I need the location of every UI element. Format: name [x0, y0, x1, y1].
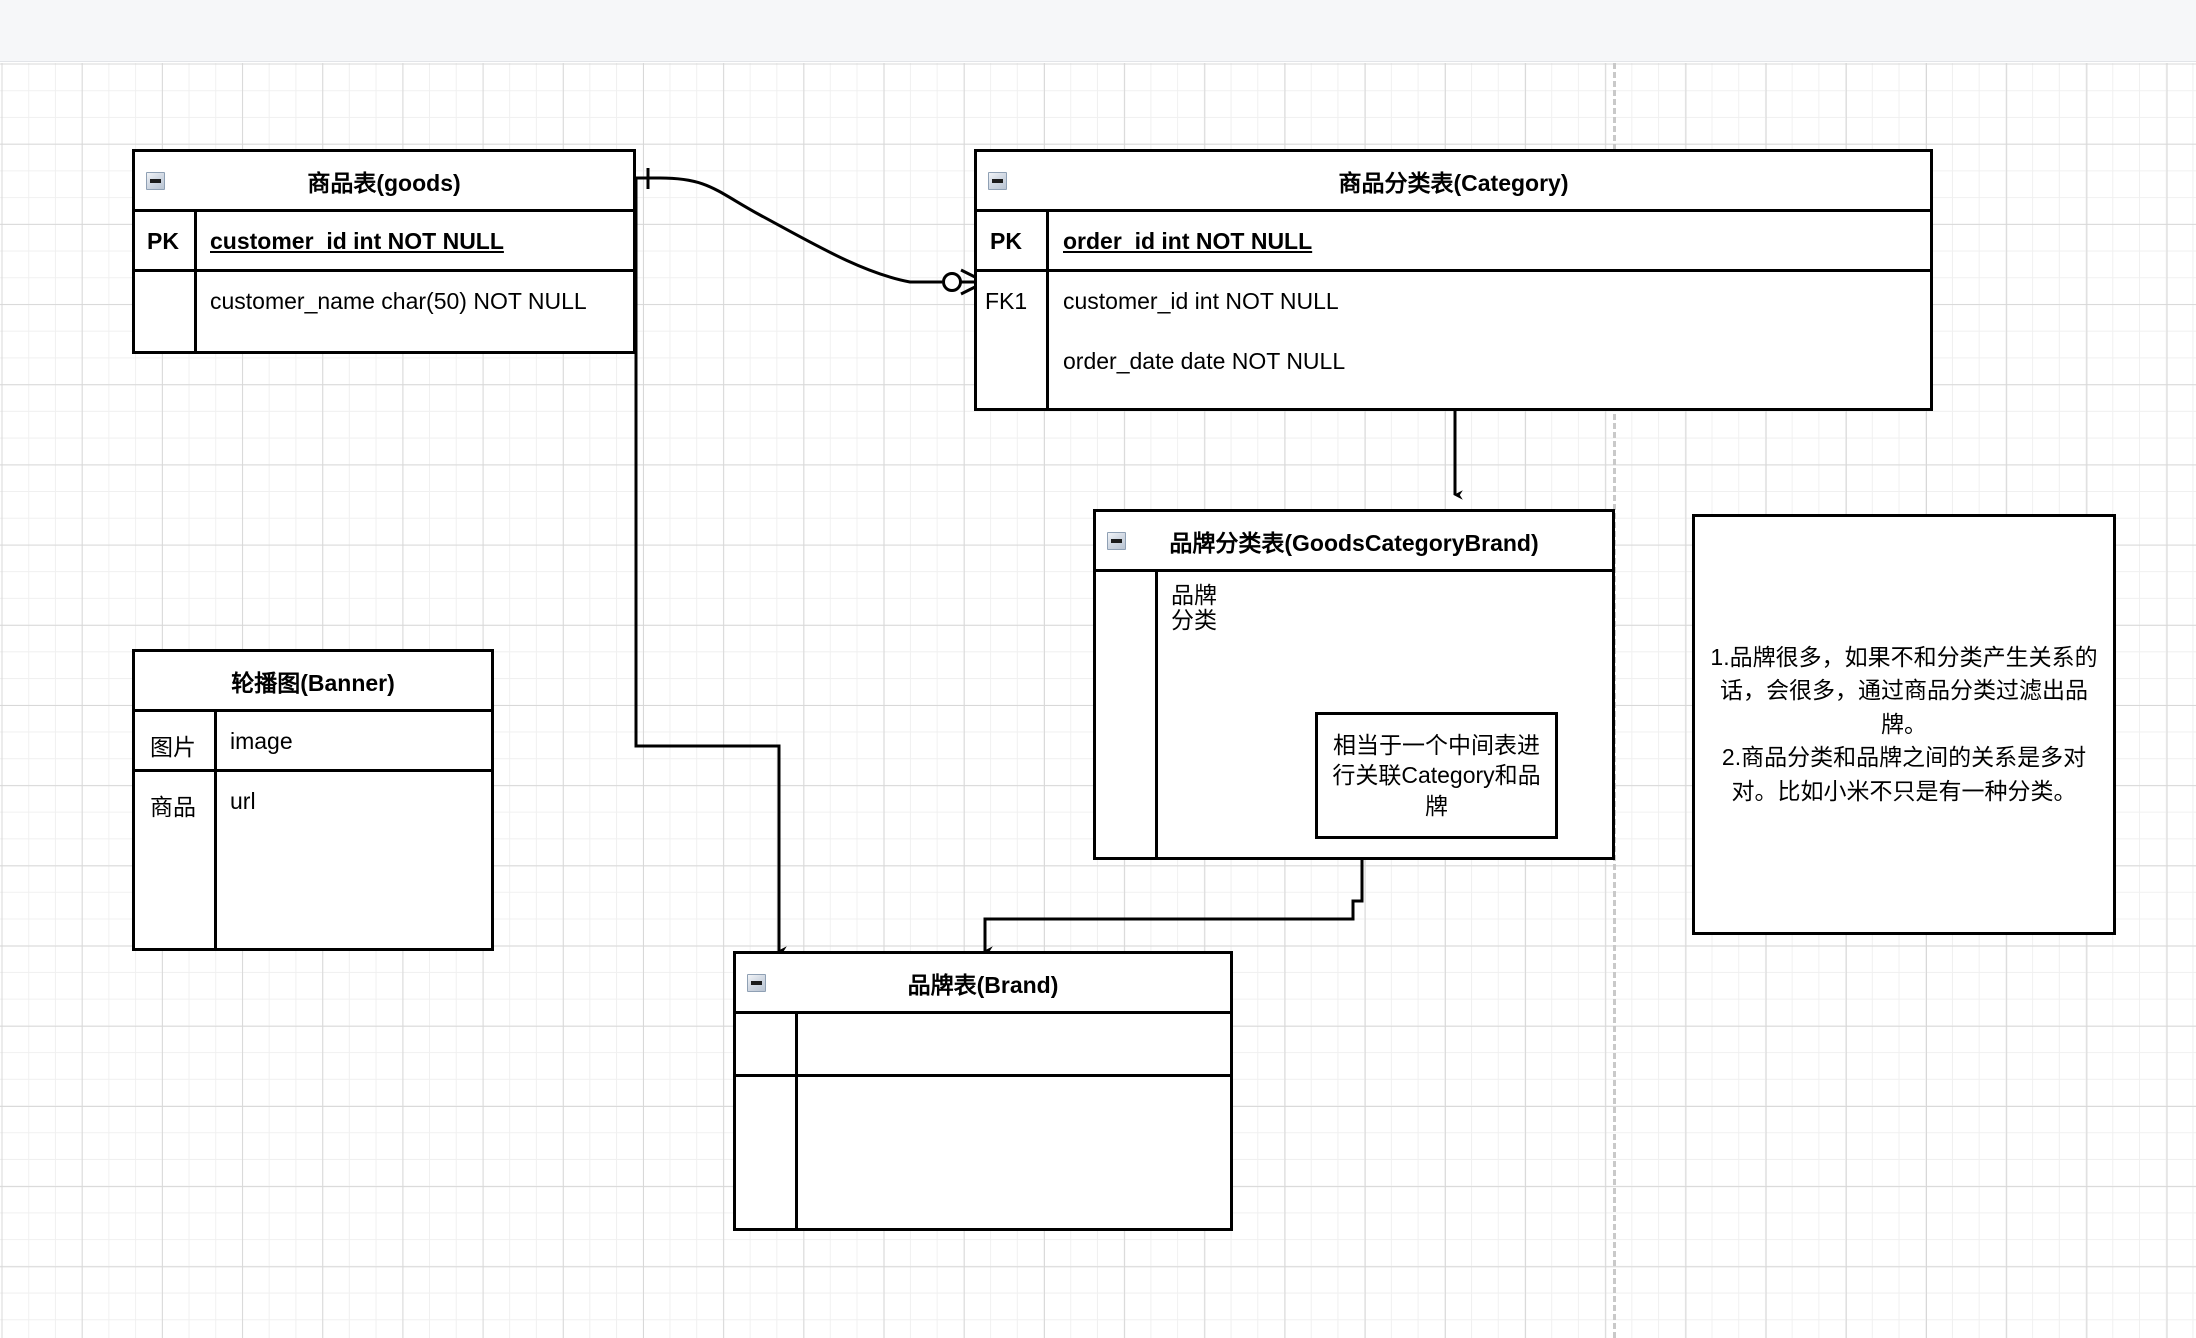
column-divider: [1155, 572, 1158, 857]
inner-note-text: 相当于一个中间表进行关联Category和品牌: [1332, 731, 1541, 819]
collapse-minus-icon[interactable]: [1107, 531, 1126, 550]
entity-goods-row-0-attr: customer_id int NOT NULL: [210, 228, 504, 254]
entity-category-row-0-attr: order_id int NOT NULL: [1063, 228, 1313, 254]
relationship-goods-to-brand: [634, 178, 787, 956]
toolbar-strip: [0, 0, 2196, 62]
collapse-minus-icon[interactable]: [747, 973, 766, 992]
entity-goods-row-1-attr: customer_name char(50) NOT NULL: [210, 288, 587, 314]
entity-goods-body: PK customer_id int NOT NULL customer_nam…: [135, 212, 633, 351]
entity-goodscategorybrand-body: 品牌 分类 相当于一个中间表进行关联Category和品牌: [1096, 572, 1612, 857]
entity-goodscategorybrand-row-0-attr: 品牌 分类: [1171, 582, 1217, 633]
collapse-minus-icon[interactable]: [988, 171, 1007, 190]
entity-goodscategorybrand[interactable]: 品牌分类表(GoodsCategoryBrand) 品牌 分类 相当于一个中间表…: [1093, 509, 1615, 860]
entity-category[interactable]: 商品分类表(Category) PK order_id int NOT NULL…: [974, 149, 1933, 411]
entity-goods-title: 商品表(goods): [307, 169, 461, 196]
entity-category-row-2-attr: order_date date NOT NULL: [1063, 348, 1346, 374]
column-divider: [795, 1014, 798, 1228]
row-divider: [736, 1074, 1230, 1077]
entity-brand-title: 品牌表(Brand): [907, 971, 1059, 998]
entity-goods-header: 商品表(goods): [135, 152, 633, 212]
relationship-goodscategorybrand-to-brand: [983, 860, 1364, 956]
entity-banner-header: 轮播图(Banner): [135, 652, 491, 712]
entity-banner-row-1-attr: url: [230, 788, 256, 814]
entity-banner-row-0-attr: image: [230, 728, 293, 754]
entity-brand-body: [736, 1014, 1230, 1228]
collapse-minus-icon[interactable]: [146, 171, 165, 190]
entity-goods-row-0-key: PK: [147, 228, 179, 254]
entity-banner-row-0-key: 图片: [150, 734, 196, 760]
entity-category-row-1-key: FK1: [985, 288, 1028, 314]
entity-goods[interactable]: 商品表(goods) PK customer_id int NOT NULL c…: [132, 149, 636, 354]
inner-note-goodscategorybrand: 相当于一个中间表进行关联Category和品牌: [1315, 712, 1558, 839]
entity-category-header: 商品分类表(Category): [977, 152, 1930, 212]
entity-banner-body: 图片 image 商品 url: [135, 712, 491, 948]
column-divider: [194, 212, 197, 351]
entity-banner-row-1-key: 商品: [150, 794, 196, 820]
note-brand-category: 1.品牌很多，如果不和分类产生关系的话，会很多，通过商品分类过滤出品牌。 2.商…: [1692, 514, 2116, 935]
entity-goodscategorybrand-header: 品牌分类表(GoodsCategoryBrand): [1096, 512, 1612, 572]
column-divider: [1046, 212, 1049, 408]
entity-brand-header: 品牌表(Brand): [736, 954, 1230, 1014]
column-divider: [214, 712, 217, 948]
entity-category-row-1-attr: customer_id int NOT NULL: [1063, 288, 1339, 314]
entity-category-title: 商品分类表(Category): [1338, 169, 1569, 196]
entity-goodscategorybrand-title: 品牌分类表(GoodsCategoryBrand): [1169, 529, 1539, 556]
row-divider: [977, 269, 1930, 272]
entity-category-row-0-key: PK: [990, 228, 1022, 254]
row-divider: [135, 769, 491, 772]
note-brand-category-text: 1.品牌很多，如果不和分类产生关系的话，会很多，通过商品分类过滤出品牌。 2.商…: [1710, 644, 2098, 804]
entity-brand[interactable]: 品牌表(Brand): [733, 951, 1233, 1231]
entity-banner[interactable]: 轮播图(Banner) 图片 image 商品 url: [132, 649, 494, 951]
entity-banner-title: 轮播图(Banner): [231, 669, 395, 696]
entity-category-body: PK order_id int NOT NULL FK1 customer_id…: [977, 212, 1930, 408]
row-divider: [135, 269, 633, 272]
diagram-canvas[interactable]: 商品表(goods) PK customer_id int NOT NULL c…: [0, 63, 2196, 1338]
relationship-goods-to-category: [636, 168, 986, 296]
